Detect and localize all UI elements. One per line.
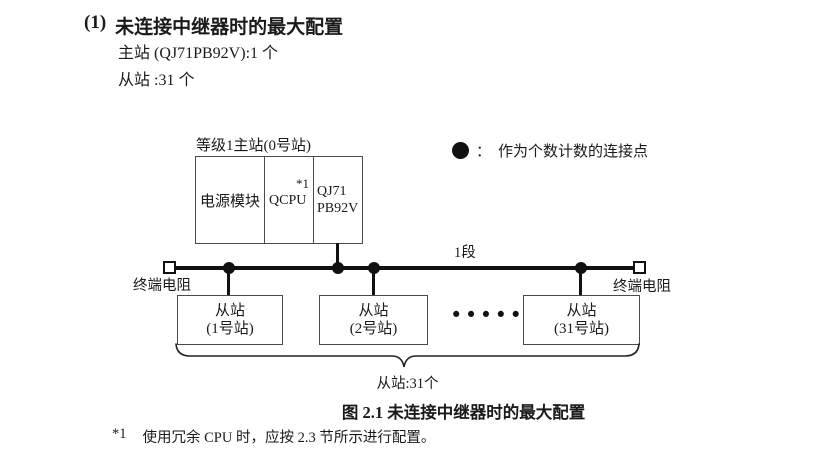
slave2-line2: (2号站) [349, 321, 398, 337]
slave31-line1: 从站 [566, 303, 597, 319]
footnote: *1 使用冗余 CPU 时，应按 2.3 节所示进行配置。 [112, 426, 435, 447]
slave1-drop-line [227, 268, 230, 296]
master-drop-line [336, 243, 339, 269]
slaves-brace [175, 343, 640, 368]
slave2-drop-line [372, 268, 375, 296]
connection-point-icon [452, 142, 469, 159]
master-station-box: 电源模块 *1 QCPU QJ71 PB92V [195, 156, 363, 244]
figure-caption: 图 2.1 未连接中继器时的最大配置 [341, 403, 586, 422]
master-station-label: 等级1主站(0号站) [196, 138, 311, 154]
qcpu-cell: *1 QCPU [265, 157, 314, 243]
ellipsis-dots: •••••• [450, 303, 540, 327]
connection-dot [368, 262, 380, 274]
qj71pb92v-line1: QJ71 [317, 184, 347, 199]
master-count-text: 主站 (QJ71PB92V):1 个 [118, 45, 279, 62]
legend-text: 作为个数计数的连接点 [498, 144, 649, 160]
qj71pb92v-line2: PB92V [317, 201, 359, 216]
slave31-drop-line [579, 268, 582, 296]
footnote-ref: *1 [296, 176, 309, 191]
terminator-left-icon [163, 261, 176, 274]
terminator-left-label: 终端电阻 [133, 278, 191, 294]
slave1-line2: (1号站) [206, 321, 254, 337]
connection-dot [223, 262, 235, 274]
footnote-marker: *1 [112, 426, 127, 442]
terminator-right-label: 终端电阻 [613, 279, 671, 295]
section-heading: (1) 未连接中继器时的最大配置 [84, 12, 343, 39]
connection-dot [332, 262, 344, 274]
legend-colon: ： [476, 144, 492, 160]
connection-dot [575, 262, 587, 274]
section-index: (1) [84, 12, 107, 33]
slave-box-2: 从站 (2号站) [319, 295, 428, 345]
slave-box-1: 从站 (1号站) [177, 295, 283, 345]
qcpu-label: QCPU [269, 193, 307, 208]
power-module-cell: 电源模块 [196, 157, 265, 243]
terminator-right-icon [633, 261, 646, 274]
segment-label: 1段 [454, 245, 476, 261]
slave2-line1: 从站 [358, 303, 389, 319]
bus-line [170, 266, 638, 270]
slave31-line2: (31号站) [554, 321, 609, 337]
slave1-line1: 从站 [214, 303, 245, 319]
section-title: 未连接中继器时的最大配置 [115, 17, 344, 38]
slaves-total-label: 从站:31个 [376, 376, 439, 392]
legend: ： 作为个数计数的连接点 [452, 140, 648, 161]
slave-count-text: 从站 :31 个 [118, 72, 195, 89]
footnote-text: 使用冗余 CPU 时，应按 2.3 节所示进行配置。 [142, 430, 436, 446]
slave-box-31: 从站 (31号站) [523, 295, 640, 345]
qj71pb92v-cell: QJ71 PB92V [314, 157, 362, 243]
